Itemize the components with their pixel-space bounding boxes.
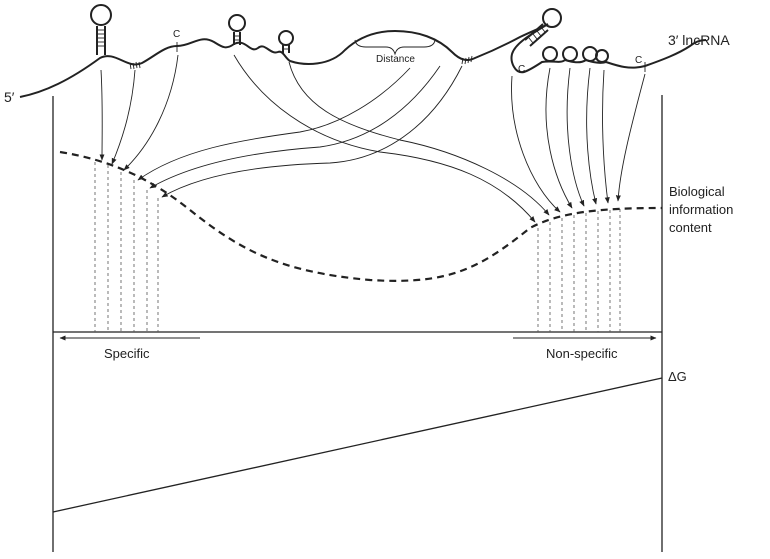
- c-mark-3: C: [635, 55, 642, 66]
- delta-g-label: ΔG: [668, 369, 687, 384]
- c-mark-2: C: [518, 64, 525, 75]
- c-mark-1: C: [173, 29, 180, 40]
- non-specific-label: Non-specific: [546, 346, 618, 361]
- base-pair-ticks: [129, 42, 646, 72]
- small-hairpins: [542, 46, 609, 63]
- stem-loop-1: [90, 4, 112, 55]
- three-prime-label: 3′ lncRNA: [668, 32, 730, 48]
- five-prime-label: 5′: [4, 89, 15, 105]
- info-label-line3: content: [669, 220, 712, 235]
- delta-g-line: [52, 377, 663, 513]
- info-label-line2: information: [669, 202, 733, 217]
- distance-label: Distance: [376, 54, 415, 65]
- distance-brace: [354, 39, 436, 56]
- stem-loop-3: [278, 30, 294, 53]
- information-content-curve: [59, 150, 663, 282]
- mapping-arrows-specific: [99, 54, 463, 198]
- stem-loop-4: [524, 8, 562, 47]
- projection-lines-specific: [94, 162, 159, 332]
- stem-loop-2: [228, 14, 246, 45]
- info-label-line1: Biological: [669, 184, 725, 199]
- projection-lines-nonspecific: [537, 209, 621, 332]
- mapping-arrows-nonspecific: [233, 54, 646, 223]
- specific-label: Specific: [104, 346, 150, 361]
